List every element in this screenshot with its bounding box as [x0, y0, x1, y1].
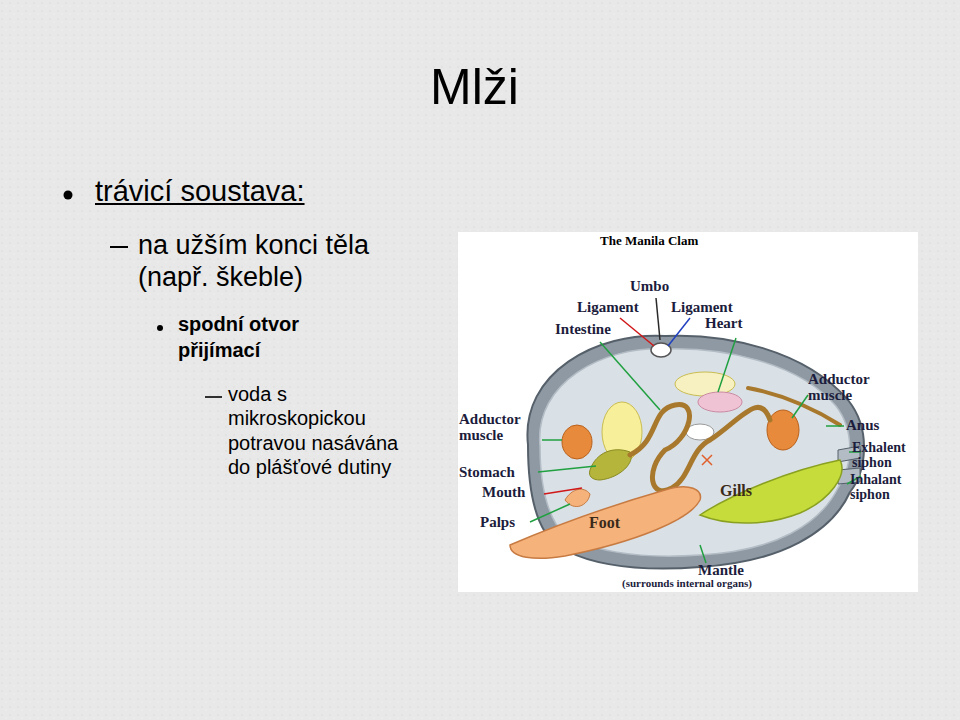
gills-shape-path: [700, 460, 842, 523]
part-label: Mantle: [698, 563, 744, 579]
shape-label: Foot: [589, 515, 620, 532]
leader-line: [542, 439, 562, 441]
leader-line: [538, 466, 596, 472]
leader-line: [620, 318, 654, 346]
label-box: Ligament: [671, 300, 733, 316]
intestine: [630, 405, 770, 491]
label-box: Heart: [705, 316, 742, 332]
label-box: voda s mikroskopickou potravou nasávána …: [228, 382, 418, 480]
leader-line: [792, 395, 808, 418]
part-label: Mouth: [482, 485, 525, 501]
part-label: (surrounds internal organs): [622, 578, 752, 590]
label-box: Palps: [480, 515, 515, 531]
adductor-muscle: [562, 425, 592, 459]
label-box: Adductor muscle: [459, 412, 545, 444]
picture-panel: [458, 232, 918, 592]
heart: [698, 392, 742, 412]
label-box: Anus: [846, 418, 879, 434]
label-box: Umbo: [630, 279, 669, 295]
section-heading: trávicí soustava:: [95, 175, 305, 208]
gills-shape-outline: [690, 455, 850, 530]
foot-shape: Foot: [505, 470, 705, 562]
part-label: Ligament: [671, 300, 733, 316]
shape-label: Gills: [720, 483, 752, 500]
leader-line: [544, 488, 582, 494]
title-box: Mlži: [430, 60, 519, 115]
part-label: Adductor muscle: [808, 372, 894, 404]
label-box: Intestine: [555, 322, 611, 338]
leader-line: [700, 545, 706, 563]
label-box: Ligament: [577, 300, 639, 316]
label-box: Inhalant siphon: [850, 473, 916, 502]
leader-line: [826, 425, 844, 427]
label-box: na užším konci těla (např. škeble): [138, 229, 403, 294]
label-box: Adductor muscle: [808, 372, 894, 404]
stomach: [589, 450, 631, 480]
part-label: Palps: [480, 515, 515, 531]
bullet: [64, 191, 73, 200]
sub-item: spodní otvor přijímací: [178, 311, 378, 363]
label-box: Mantle: [698, 563, 744, 579]
sub-sub-item: voda s mikroskopickou potravou nasávána …: [228, 382, 418, 480]
part-label: Exhalent siphon: [852, 441, 918, 470]
part-label: Adductor muscle: [459, 412, 545, 444]
leader-line: [668, 318, 690, 346]
part-label: Inhalant siphon: [850, 473, 916, 502]
part-label: Intestine: [555, 322, 611, 338]
label-box: spodní otvor přijímací: [178, 311, 378, 363]
label-box: Mouth: [482, 485, 525, 501]
part-label: Heart: [705, 316, 742, 332]
part-label: Stomach: [459, 465, 515, 481]
slide-title: Mlži: [430, 60, 519, 115]
leader-line: [656, 298, 660, 340]
label-box: (surrounds internal organs): [622, 578, 752, 590]
leader-line: [530, 504, 570, 522]
leader-line: [600, 342, 660, 410]
part-label: Ligament: [577, 300, 639, 316]
dash: [205, 396, 222, 398]
cross-mark: [702, 455, 712, 465]
bullet: [157, 325, 163, 331]
label-box: trávicí soustava:: [95, 175, 305, 208]
foot-shape-path: [510, 487, 700, 559]
leader-line: [718, 338, 736, 392]
part-label: Umbo: [630, 279, 669, 295]
gills-shape: Gills: [690, 455, 850, 530]
dash: [110, 246, 128, 248]
label-box: The Manila Clam: [600, 234, 698, 248]
list-item: na užším konci těla (např. škeble): [138, 229, 403, 294]
label-box: Stomach: [459, 465, 515, 481]
part-label: Anus: [846, 418, 879, 434]
label-box: Exhalent siphon: [852, 441, 918, 470]
figure-title: The Manila Clam: [600, 234, 698, 248]
